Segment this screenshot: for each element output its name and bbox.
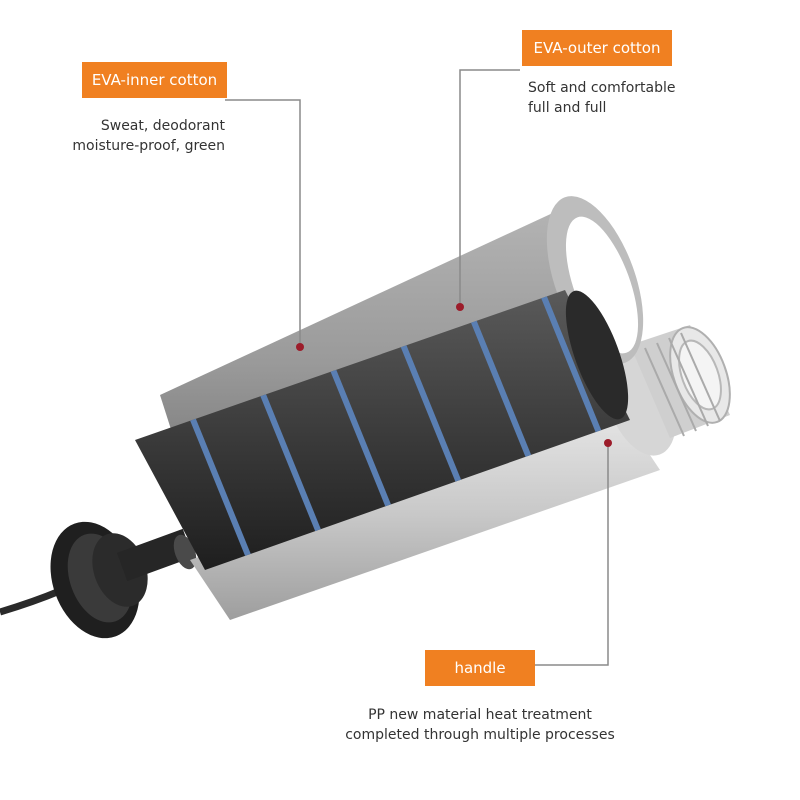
inner-cotton-line-2: moisture-proof, green	[72, 138, 225, 154]
inner-cotton-label: EVA-inner cotton	[82, 62, 227, 98]
foam-stripe	[252, 373, 323, 537]
foam-stripe	[392, 323, 463, 487]
inner-cotton-line-1: Sweat, deodorant	[100, 118, 225, 134]
foam-stripe	[462, 298, 533, 462]
foam-stripe	[182, 398, 253, 562]
leader-line-inner	[225, 99, 301, 345]
handle-line-2: completed through multiple processes	[345, 727, 615, 743]
foam-sleeve	[135, 290, 630, 570]
outer-cotton-label: EVA-outer cotton	[522, 30, 672, 66]
outer-cotton-description: Soft and comfortable full and full	[528, 78, 675, 118]
handle-line-1: PP new material heat treatment	[368, 707, 592, 723]
end-cap	[50, 521, 197, 639]
leader-line-outer	[459, 69, 520, 305]
handle-description: PP new material heat treatment completed…	[300, 705, 660, 745]
foam-stripe	[322, 348, 393, 512]
threaded-end	[630, 325, 731, 438]
outer-cotton-line-2: full and full	[528, 100, 607, 116]
leader-line-handle	[535, 445, 609, 666]
foam-stripe	[532, 290, 603, 437]
outer-cotton-line-1: Soft and comfortable	[528, 80, 676, 96]
pointer-dot-inner	[296, 343, 304, 351]
handle-label: handle	[425, 650, 535, 686]
inner-cotton-description: Sweat, deodorant moisture-proof, green	[72, 116, 225, 156]
pointer-dot-outer	[456, 303, 464, 311]
pointer-dot-handle	[604, 439, 612, 447]
